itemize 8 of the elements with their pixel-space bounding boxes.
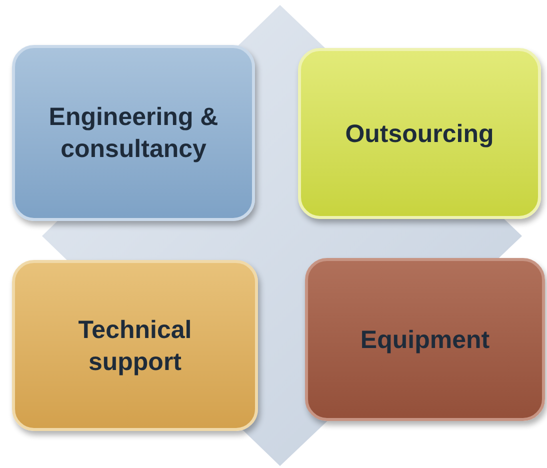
rounded-box — [305, 258, 545, 421]
box-label: Outsourcing — [345, 118, 494, 150]
rounded-box — [12, 45, 255, 221]
box-label: Engineering & consultancy — [48, 102, 220, 165]
box-label: Equipment — [360, 324, 490, 356]
rounded-box — [298, 48, 541, 219]
rounded-box — [12, 260, 258, 431]
box-label: Technical support — [77, 314, 193, 378]
